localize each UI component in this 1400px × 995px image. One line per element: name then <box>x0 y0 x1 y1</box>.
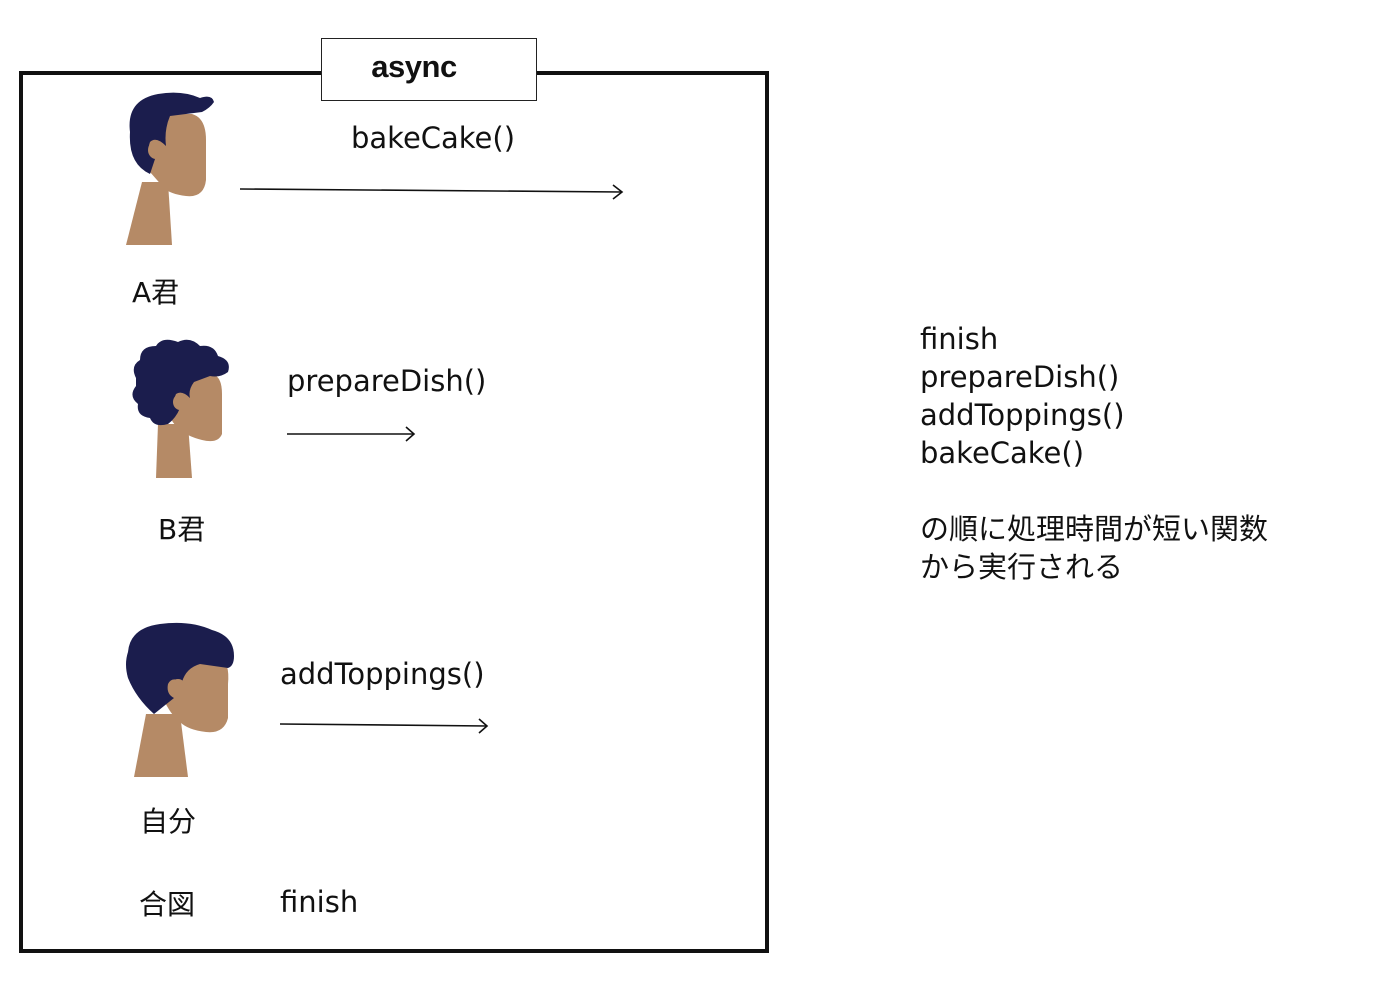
title-text: async <box>371 48 457 84</box>
arrow-a <box>239 184 624 200</box>
actor-b-label: B君 <box>158 513 206 546</box>
avatar-self-icon <box>126 622 234 777</box>
order-item: prepareDish() <box>920 360 1120 394</box>
actor-self-label: 自分 <box>140 805 197 838</box>
title-box: async <box>321 38 537 101</box>
order-item: finish <box>920 322 999 356</box>
avatar-a-icon <box>126 92 214 245</box>
arrow-self <box>279 718 489 734</box>
arrow-b <box>287 426 416 442</box>
actor-self-function: addToppings() <box>280 657 485 691</box>
order-item: addToppings() <box>920 398 1125 432</box>
execution-order-note: finish prepareDish() addToppings() bakeC… <box>920 320 1268 586</box>
order-item: bakeCake() <box>920 436 1085 470</box>
actor-a-label: A君 <box>132 276 180 309</box>
actor-b-function: prepareDish() <box>287 364 487 398</box>
actor-a-function: bakeCake() <box>351 121 516 155</box>
signal-value: finish <box>280 885 359 919</box>
note-line-1: の順に処理時間が短い関数 <box>920 512 1269 546</box>
avatar-b-icon <box>132 339 229 478</box>
signal-label: 合図 <box>139 888 196 921</box>
note-line-2: から実行される <box>920 550 1124 584</box>
